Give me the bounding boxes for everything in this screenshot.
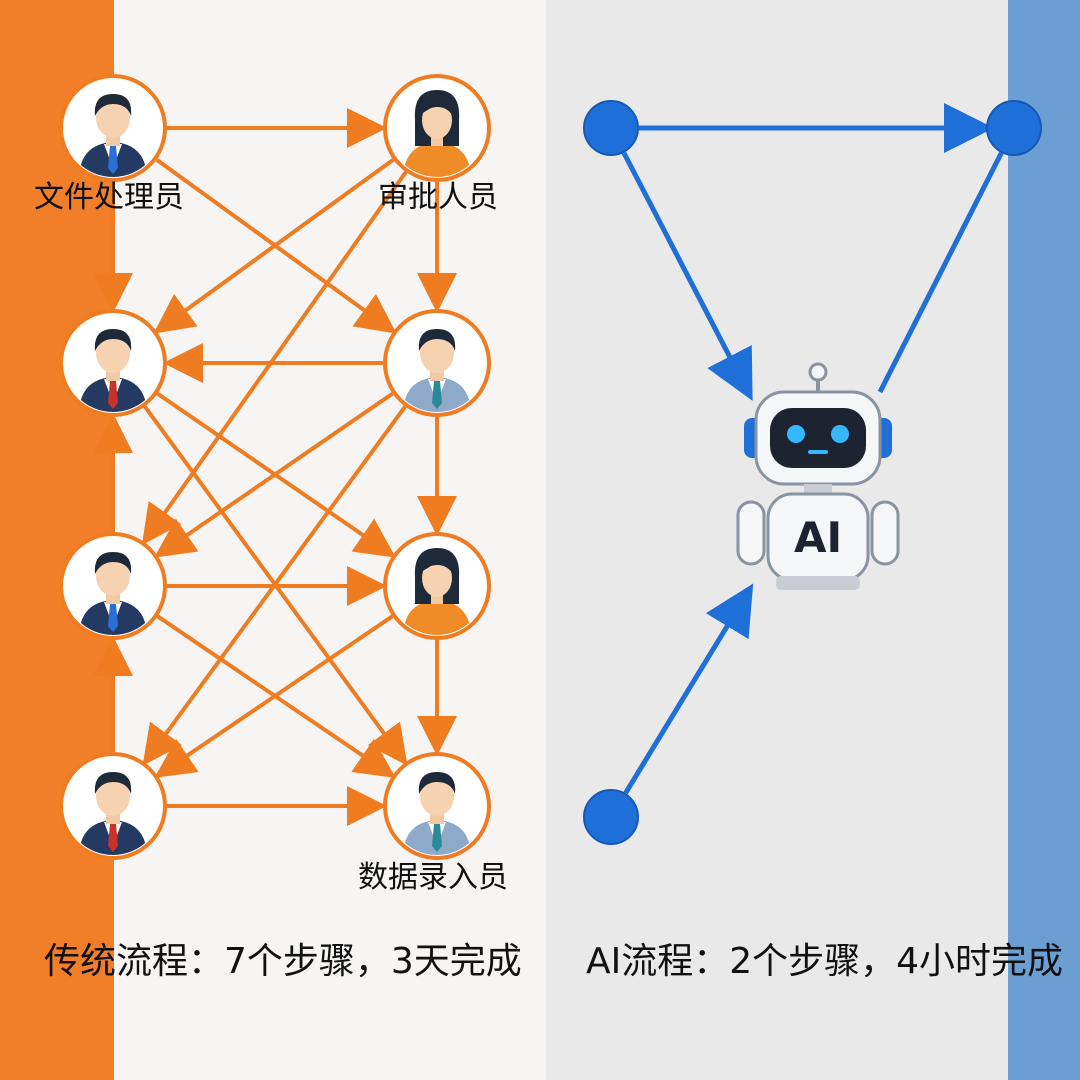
traditional-caption: 传统流程：7个步骤，3天完成: [44, 932, 522, 984]
label-data-entry: 数据录入员: [358, 852, 508, 896]
ai-node-top-left: [584, 101, 638, 155]
flow-arrow-R0-L2: [146, 172, 405, 539]
ai-flow-arrow-TL-ROBOT_TOP: [624, 153, 748, 392]
person-icon: [61, 534, 165, 638]
person-icon: [61, 76, 165, 180]
ai-node-bottom-left: [584, 790, 638, 844]
label-document-handler: 文件处理员: [34, 172, 184, 216]
robot-icon: AI: [738, 364, 898, 590]
ai-caption: AI流程：2个步骤，4小时完成: [586, 932, 1063, 984]
ai-node-top-right: [987, 101, 1041, 155]
person-icon: [385, 754, 489, 858]
person-icon: [385, 311, 489, 415]
traditional-arrows: [113, 128, 437, 806]
robot-label: AI: [794, 513, 842, 562]
person-icon: [61, 754, 165, 858]
ai-flow-arrow-TR-ROBOT_TOP_R: [880, 153, 1001, 392]
ai-flow-arrow-BL-ROBOT_BOTTOM: [626, 592, 748, 793]
label-approver: 审批人员: [378, 172, 498, 216]
person-icon: [385, 534, 489, 638]
person-icon: [385, 76, 489, 180]
person-icon: [61, 311, 165, 415]
